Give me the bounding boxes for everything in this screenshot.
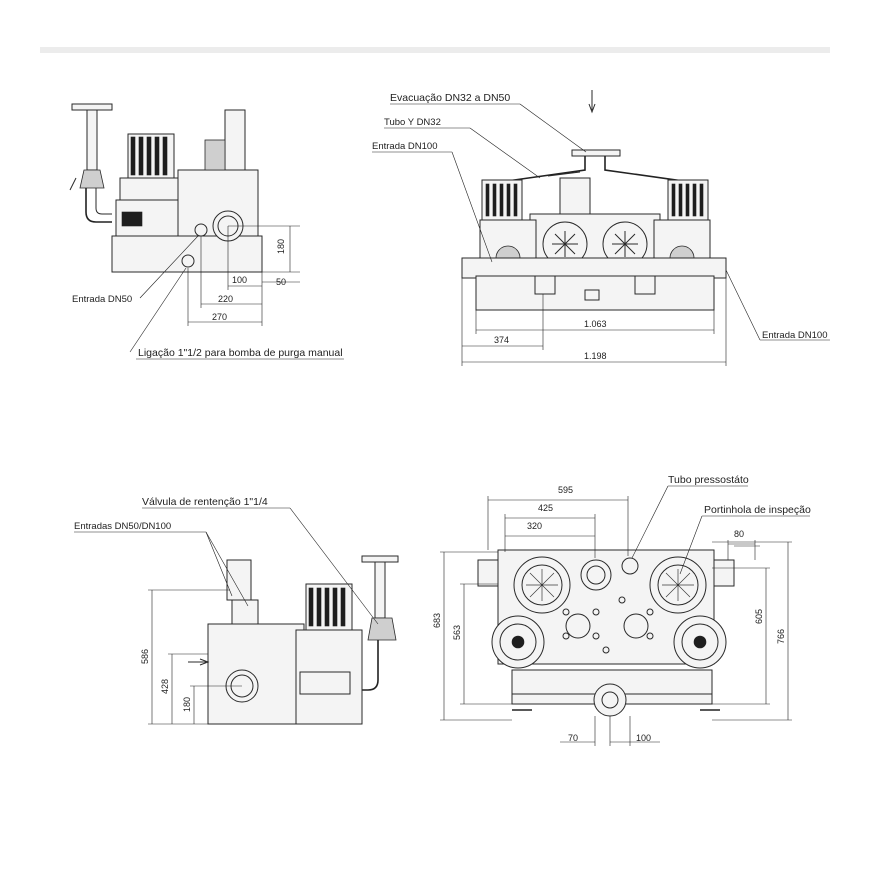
- dim-tl-220: 220: [218, 294, 233, 304]
- dim-br-320: 320: [527, 521, 542, 531]
- label-entrada-dn100-left: Entrada DN100: [372, 141, 437, 152]
- dim-br-595: 595: [558, 485, 573, 495]
- dim-bl-586: 586: [140, 649, 150, 664]
- label-entradas: Entradas DN50/DN100: [74, 521, 171, 532]
- dim-br-683: 683: [432, 613, 442, 628]
- dim-tl-100: 100: [232, 275, 247, 285]
- discharge-elbow: [85, 188, 112, 223]
- top-view-bottom-right: 595 425 320 80 683 563 605 766 70 100 Tu…: [432, 474, 811, 746]
- dim-br-80: 80: [734, 529, 744, 539]
- label-tubo-pressostato: Tubo pressostáto: [668, 474, 749, 486]
- evacuation-flange: [571, 149, 621, 157]
- side-view-top-left: 180 100 50 220 270 Entrada DN50 Ligação …: [69, 103, 344, 360]
- label-entrada-dn100-right: Entrada DN100: [762, 330, 827, 341]
- purge-connection-circle: [181, 254, 195, 268]
- inlet-dn50-circle: [194, 223, 208, 237]
- check-valve-body: [79, 169, 105, 189]
- dim-br-425: 425: [538, 503, 553, 513]
- bl-tank: [207, 623, 305, 725]
- side-view-bottom-left: 586 428 180 Válvula de rentenção 1"1/4 E…: [74, 496, 399, 725]
- inlet-stack: [226, 559, 252, 601]
- dim-tl-50: 50: [276, 277, 286, 287]
- label-valvula: Válvula de rentenção 1"1/4: [142, 496, 268, 508]
- label-evacuacao: Evacuação DN32 a DN50: [390, 92, 510, 104]
- dim-br-563: 563: [452, 625, 462, 640]
- dim-br-100: 100: [636, 733, 651, 743]
- label-portinhola: Portinhola de inspeção: [704, 504, 811, 516]
- discharge-pipe: [86, 109, 98, 171]
- dim-tl-180: 180: [276, 239, 286, 254]
- dim-br-766: 766: [776, 629, 786, 644]
- dim-tr-374: 374: [494, 335, 509, 345]
- bl-discharge-flange: [361, 555, 399, 563]
- label-tubo-y: Tubo Y DN32: [384, 117, 441, 128]
- br-discharge-flange: [593, 683, 627, 717]
- front-base: [475, 275, 715, 311]
- br-outlet-port: [580, 559, 612, 591]
- label-entrada-dn50: Entrada DN50: [72, 294, 132, 305]
- dim-tr-1063: 1.063: [584, 319, 607, 329]
- dim-br-605: 605: [754, 609, 764, 624]
- vent-pipe: [224, 109, 246, 171]
- bl-check-valve: [367, 617, 397, 641]
- dim-bl-428: 428: [160, 679, 170, 694]
- dim-tl-270: 270: [212, 312, 227, 322]
- label-ligacao: Ligação 1"1/2 para bomba de purga manual: [138, 347, 343, 359]
- front-view-top-right: 1.063 374 1.198 Evacuação DN32 a DN50 Tu…: [372, 90, 830, 366]
- front-base-ledge: [461, 257, 727, 279]
- br-right-inlet: [711, 559, 735, 587]
- br-left-inlet: [477, 559, 501, 587]
- dim-tr-1198: 1.198: [584, 351, 607, 361]
- dim-bl-180: 180: [182, 697, 192, 712]
- dim-br-70: 70: [568, 733, 578, 743]
- br-pressostat-port: [621, 557, 639, 575]
- discharge-flange: [71, 103, 113, 111]
